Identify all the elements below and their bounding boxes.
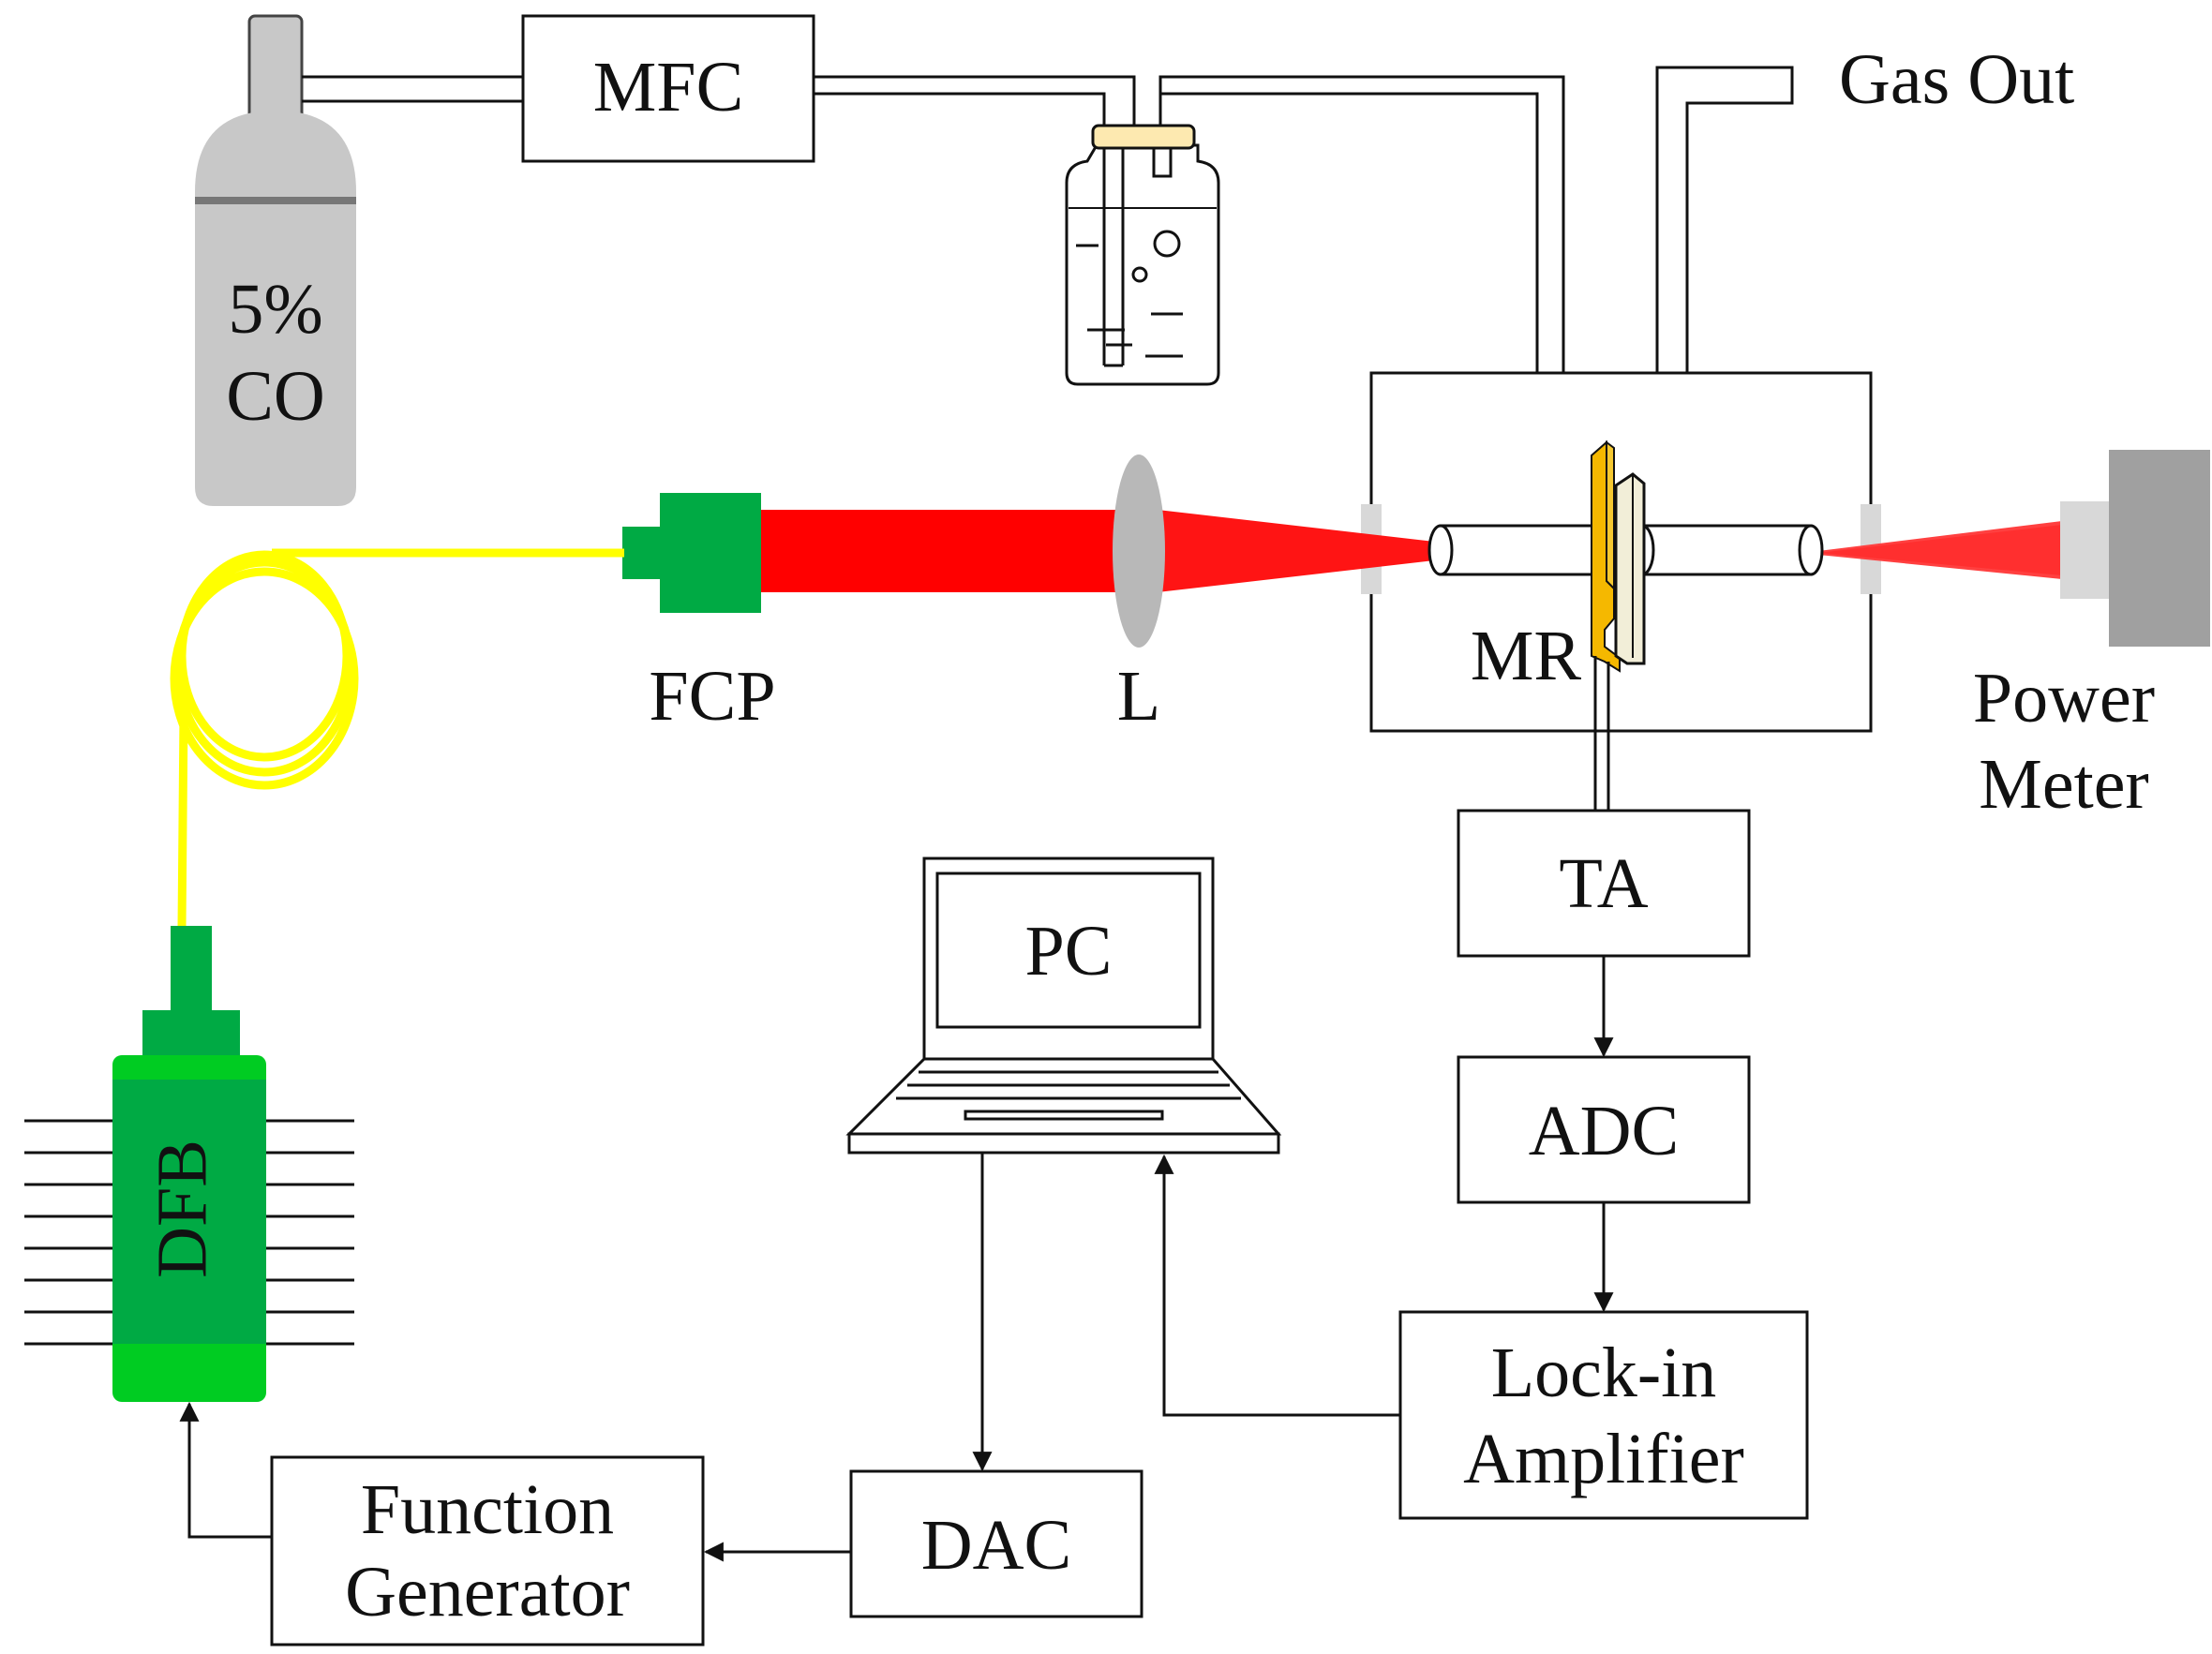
dfb-label: DFB	[142, 1140, 221, 1278]
power-meter	[2060, 450, 2210, 647]
mr-label: MR	[1471, 617, 1582, 695]
lockin-label-line1: Lock-in	[1491, 1334, 1717, 1412]
adc-label: ADC	[1529, 1092, 1679, 1170]
adc-box: ADC	[1457, 1055, 1751, 1204]
dac-label: DAC	[921, 1506, 1071, 1585]
micro-resonator-tubes	[1427, 524, 1824, 576]
lockin-label-line2: Amplifier	[1463, 1420, 1744, 1498]
fcp-label: FCP	[649, 657, 775, 736]
fiber-collimator	[622, 493, 761, 613]
dac-box: DAC	[849, 1469, 1143, 1618]
optical-fiber	[170, 548, 624, 929]
power-meter-label-line2: Meter	[1979, 745, 2148, 824]
cylinder-gas-label: CO	[226, 357, 325, 436]
dfb-laser: DFB	[24, 926, 354, 1402]
gas-lines	[302, 66, 1794, 373]
cylinder-percent-label: 5%	[228, 270, 322, 349]
signal-wires	[179, 956, 1614, 1562]
tuning-fork	[1591, 440, 1621, 811]
laser-beam	[759, 510, 2062, 592]
function-generator-box: Function Generator	[270, 1455, 705, 1647]
lockin-amplifier-box: Lock-in Amplifier	[1398, 1310, 1809, 1520]
lens-label: L	[1117, 657, 1160, 736]
mfc-box: MFC	[521, 14, 815, 163]
function-generator-label-line2: Generator	[345, 1553, 630, 1632]
pc-laptop: PC	[845, 857, 1282, 1155]
function-generator-label-line1: Function	[361, 1470, 614, 1549]
gas-cylinder: 5% CO	[195, 14, 356, 506]
ta-label: TA	[1559, 844, 1648, 923]
power-meter-label-line1: Power	[1973, 659, 2155, 738]
lens	[1113, 454, 1165, 648]
pc-label: PC	[1025, 912, 1113, 991]
gas-out-label: Gas Out	[1839, 40, 2074, 119]
mfc-label: MFC	[593, 48, 744, 127]
bubbler-bottle	[1065, 124, 1220, 386]
tuning-fork-plate	[1614, 472, 1646, 665]
ta-box: TA	[1457, 809, 1751, 958]
